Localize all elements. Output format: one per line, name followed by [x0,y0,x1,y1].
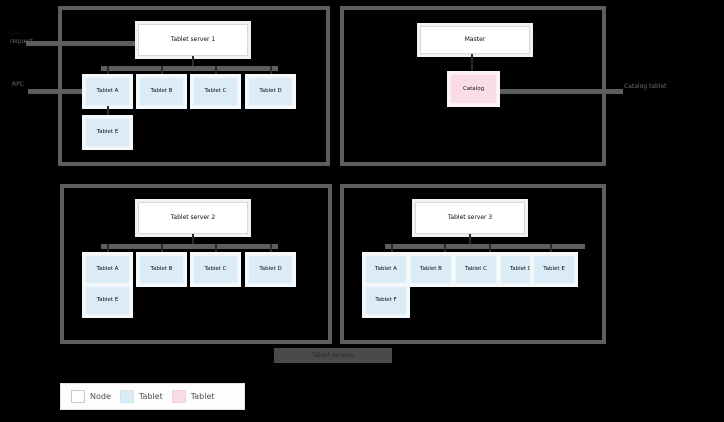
panel-top-right-root-stem [471,54,473,74]
legend-item-node[interactable]: Node [71,390,111,403]
edge-label-catalog-tablet: Catalog tablet [624,83,667,90]
panel-bottom-left-drop-1 [107,244,109,256]
tablet-label: Tablet E [96,129,119,136]
panel-bottom-left-drop-2 [161,244,163,256]
panel-top-left-root-node[interactable]: Tablet server 1 [138,24,248,56]
tablet-label: Tablet B [420,266,442,273]
panel-bottom-right-tablet-5[interactable]: Tablet E [533,255,575,284]
panel-bottom-right-drop-2 [444,244,446,256]
panel-bottom-left-drop-3 [215,244,217,256]
panel-bottom-right-tablet-2[interactable]: Tablet B [410,255,452,284]
edge-line-client [26,41,146,46]
panel-top-left-drop-2 [161,66,163,78]
tablet-label: Tablet B [150,88,173,95]
tablet-label: Tablet C [465,266,487,273]
panel-bottom-left-drop-4 [270,244,272,256]
panel-top-left-root-stem [192,56,194,70]
legend: Node Tablet Tablet [60,383,245,410]
tablet-label: Tablet B [150,266,173,273]
tablet-label: Catalog [462,85,485,92]
panel-top-right-catalog-tablet[interactable]: Catalog [450,74,497,104]
legend-label-tablet-pink: Tablet [190,392,215,401]
tablet-label: Tablet C [204,266,227,273]
panel-top-left-bus [101,66,278,71]
panel-bottom-left-tablet-1[interactable]: Tablet A [85,255,130,284]
edge-label-rpc: RPC [12,81,24,88]
legend-item-tablet-blue[interactable]: Tablet [119,390,163,403]
legend-label-tablet-blue: Tablet [138,392,163,401]
tablet-label: Tablet E [96,297,119,304]
panel-top-left-tablet-3[interactable]: Tablet C [193,77,238,106]
panel-bottom-right-drop-3 [489,244,491,256]
node-label: Tablet server 3 [447,213,493,221]
edge-label-rpc-text: RPC [12,81,24,88]
tablet-label: Tablet A [375,266,397,273]
panel-bottom-left-bus [101,244,278,249]
edge-label-client: Client [10,30,27,37]
panel-bottom-right-bus [385,244,585,249]
panel-bottom-right-drop-1 [391,244,393,256]
edge-line-catalog [497,89,623,94]
panel-bottom-left-root-node[interactable]: Tablet server 2 [138,202,248,234]
panel-bottom-right-tablet-6[interactable]: Tablet F [365,286,407,315]
edge-label-client-sub-text: request [10,38,33,45]
panel-bottom-left-tablet-5[interactable]: Tablet E [85,286,130,315]
panel-bottom-right-drop-4 [550,244,552,256]
tablet-label: Tablet E [543,266,565,273]
panel-bottom-left-tablet-4[interactable]: Tablet D [248,255,293,284]
panel-bottom-left-root-stem [192,234,194,248]
panel-top-right-root-node[interactable]: Master [420,26,530,54]
legend-item-tablet-pink[interactable]: Tablet [171,390,215,403]
panel-top-left-grandchild-stem [107,106,109,119]
bottom-caption-text: Tablet servers [312,352,354,359]
panel-top-left-tablet-1[interactable]: Tablet A [85,77,130,106]
panel-bottom-left-tablet-2[interactable]: Tablet B [139,255,184,284]
panel-bottom-left[interactable] [60,184,332,344]
panel-bottom-right[interactable] [340,184,606,344]
panel-top-left-drop-4 [270,66,272,78]
edge-label-catalog-tablet-text: Catalog tablet [624,83,667,90]
edge-label-client-sub: request [10,38,33,45]
tablet-label: Tablet C [204,88,227,95]
panel-top-left[interactable] [58,6,330,166]
legend-swatch-tablet-pink-icon [171,390,186,403]
panel-bottom-left-tablet-3[interactable]: Tablet C [193,255,238,284]
tablet-label: Tablet D [259,88,282,95]
panel-top-left-tablet-2[interactable]: Tablet B [139,77,184,106]
tablet-label: Tablet D [259,266,282,273]
tablet-label: Tablet A [96,266,119,273]
tablet-label: Tablet D [509,266,533,273]
panel-top-left-tablet-4[interactable]: Tablet D [248,77,293,106]
panel-top-left-drop-3 [215,66,217,78]
panel-top-left-drop-1 [107,66,109,78]
legend-swatch-node-icon [71,390,85,403]
node-label: Master [464,35,486,43]
panel-top-left-tablet-5[interactable]: Tablet E [85,118,130,147]
tablet-label: Tablet F [375,297,397,304]
panel-top-right[interactable] [340,6,606,166]
panel-bottom-right-tablet-3[interactable]: Tablet C [455,255,497,284]
legend-swatch-tablet-blue-icon [119,390,134,403]
panel-bottom-right-tablet-1[interactable]: Tablet A [365,255,407,284]
panel-bottom-right-root-stem [469,234,471,248]
edge-label-client-text: Client [10,30,28,37]
node-label: Tablet server 2 [170,213,216,221]
legend-label-node: Node [90,392,111,401]
tablet-label: Tablet A [96,88,119,95]
bottom-caption: Tablet servers [274,348,392,363]
panel-bottom-right-root-node[interactable]: Tablet server 3 [415,202,525,234]
node-label: Tablet server 1 [170,35,216,43]
